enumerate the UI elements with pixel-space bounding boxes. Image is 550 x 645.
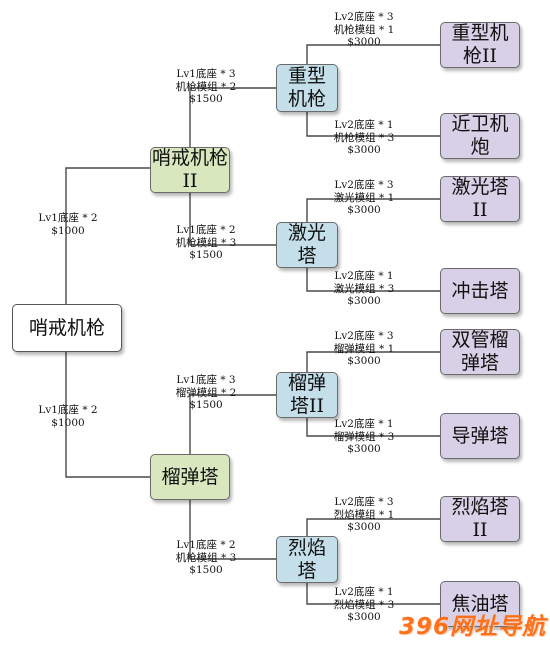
cost-line: $1500 bbox=[189, 249, 223, 261]
cost-line: Lv1底座 * 2 bbox=[176, 224, 236, 236]
node-missile-tower: 导弹塔 bbox=[440, 413, 520, 459]
cost-line: Lv2底座 * 3 bbox=[334, 11, 394, 23]
connector-sentry-ii-to-laser bbox=[189, 193, 276, 246]
cost-line: Lv1底座 * 2 bbox=[38, 212, 98, 224]
node-twin-grenade-tower: 双管榴 弹塔 bbox=[440, 329, 520, 375]
cost-line: $3000 bbox=[347, 204, 381, 216]
cost-line: $1500 bbox=[189, 564, 223, 576]
connector-sentry-ii-to-heavy bbox=[189, 87, 276, 147]
cost-line: $3000 bbox=[347, 355, 381, 367]
cost-line: Lv2底座 * 3 bbox=[334, 179, 394, 191]
cost-line: $3000 bbox=[347, 521, 381, 533]
cost-label-grenade-tower-ii: Lv1底座 * 3 榴弹模组 * 2 $1500 bbox=[166, 374, 246, 412]
cost-line: $3000 bbox=[347, 611, 381, 623]
node-flame-tower: 烈焰 塔 bbox=[276, 536, 338, 583]
node-flame-tower-ii: 烈焰塔 II bbox=[440, 496, 520, 542]
cost-line: 榴弹模组 * 2 bbox=[175, 386, 237, 399]
cost-label-flame-tower-ii: Lv2底座 * 3 烈焰模组 * 1 $3000 bbox=[324, 496, 404, 534]
node-heavy-machine-gun-ii: 重型机 枪II bbox=[440, 22, 520, 68]
cost-label-grenade-tower: Lv1底座 * 2 $1000 bbox=[28, 404, 108, 429]
cost-label-missile-tower: Lv2底座 * 1 榴弹模组 * 3 $3000 bbox=[324, 418, 404, 456]
cost-line: Lv2底座 * 1 bbox=[334, 270, 394, 282]
cost-line: Lv2底座 * 3 bbox=[334, 330, 394, 342]
cost-line: 机枪模组 * 3 bbox=[175, 551, 237, 564]
cost-line: 机枪模组 * 3 bbox=[175, 236, 237, 249]
cost-line: $3000 bbox=[347, 36, 381, 48]
node-laser-tower-ii: 激光塔 II bbox=[440, 176, 520, 222]
cost-line: Lv1底座 * 2 bbox=[176, 539, 236, 551]
cost-label-twin-grenade-tower: Lv2底座 * 3 榴弹模组 * 1 $3000 bbox=[324, 330, 404, 368]
connector-laser-to-children bbox=[306, 198, 440, 292]
node-sentry-gun: 哨戒机枪 bbox=[12, 304, 122, 352]
connector-root-to-branches bbox=[65, 167, 150, 478]
cost-label-laser-tower-ii: Lv2底座 * 3 激光模组 * 1 $3000 bbox=[324, 179, 404, 217]
cost-line: 烈焰模组 * 1 bbox=[333, 508, 395, 521]
connector-grenade-ii-to-children bbox=[306, 351, 440, 437]
node-grenade-tower: 榴弹塔 bbox=[150, 454, 230, 500]
node-laser-tower: 激光 塔 bbox=[276, 222, 338, 268]
cost-label-heavy-machine-gun-ii: Lv2底座 * 3 机枪模组 * 1 $3000 bbox=[324, 11, 404, 49]
cost-line: Lv2底座 * 1 bbox=[334, 119, 394, 131]
cost-line: $1500 bbox=[189, 399, 223, 411]
connector-grenade-to-flame bbox=[189, 500, 276, 560]
cost-line: $3000 bbox=[347, 144, 381, 156]
connector-heavy-to-children bbox=[306, 44, 440, 137]
cost-line: 榴弹模组 * 3 bbox=[333, 430, 395, 443]
cost-line: 机枪模组 * 3 bbox=[333, 131, 395, 144]
cost-line: $1000 bbox=[51, 224, 85, 237]
node-guard-cannon: 近卫机 炮 bbox=[440, 113, 520, 159]
cost-label-heavy-machine-gun: Lv1底座 * 3 机枪模组 * 2 $1500 bbox=[166, 68, 246, 106]
cost-label-guard-cannon: Lv2底座 * 1 机枪模组 * 3 $3000 bbox=[324, 119, 404, 157]
cost-line: 榴弹模组 * 1 bbox=[333, 342, 395, 355]
connector-grenade-to-grenade-ii bbox=[189, 394, 276, 454]
node-sentry-gun-ii: 哨戒机枪 II bbox=[150, 147, 230, 193]
connector-flame-to-children bbox=[306, 518, 440, 605]
node-grenade-tower-ii: 榴弹 塔II bbox=[276, 372, 338, 418]
cost-line: $3000 bbox=[347, 295, 381, 307]
cost-label-tar-tower: Lv2底座 * 1 烈焰模组 * 3 $3000 bbox=[324, 586, 404, 624]
cost-line: $3000 bbox=[347, 443, 381, 455]
cost-line: Lv1底座 * 3 bbox=[176, 68, 236, 80]
node-tar-tower: 焦油塔 bbox=[440, 581, 520, 627]
cost-line: Lv2底座 * 1 bbox=[334, 586, 394, 598]
node-impact-tower: 冲击塔 bbox=[440, 268, 520, 314]
cost-label-flame-tower: Lv1底座 * 2 机枪模组 * 3 $1500 bbox=[166, 539, 246, 577]
cost-line: 机枪模组 * 1 bbox=[333, 23, 395, 36]
cost-label-laser-tower: Lv1底座 * 2 机枪模组 * 3 $1500 bbox=[166, 224, 246, 262]
cost-line: 机枪模组 * 2 bbox=[175, 80, 237, 93]
cost-label-sentry-ii: Lv1底座 * 2 $1000 bbox=[28, 212, 108, 237]
node-heavy-machine-gun: 重型 机枪 bbox=[276, 64, 338, 112]
cost-label-impact-tower: Lv2底座 * 1 激光模组 * 3 $3000 bbox=[324, 270, 404, 308]
cost-line: $1500 bbox=[189, 93, 223, 105]
cost-line: 烈焰模组 * 3 bbox=[333, 598, 395, 611]
cost-line: 激光模组 * 3 bbox=[333, 282, 395, 295]
watermark: 396网址导航 bbox=[398, 614, 546, 640]
cost-line: $1000 bbox=[51, 416, 85, 429]
cost-line: 激光模组 * 1 bbox=[333, 191, 395, 204]
cost-line: Lv2底座 * 3 bbox=[334, 496, 394, 508]
cost-line: Lv1底座 * 3 bbox=[176, 374, 236, 386]
cost-line: Lv1底座 * 2 bbox=[38, 404, 98, 416]
cost-line: Lv2底座 * 1 bbox=[334, 418, 394, 430]
